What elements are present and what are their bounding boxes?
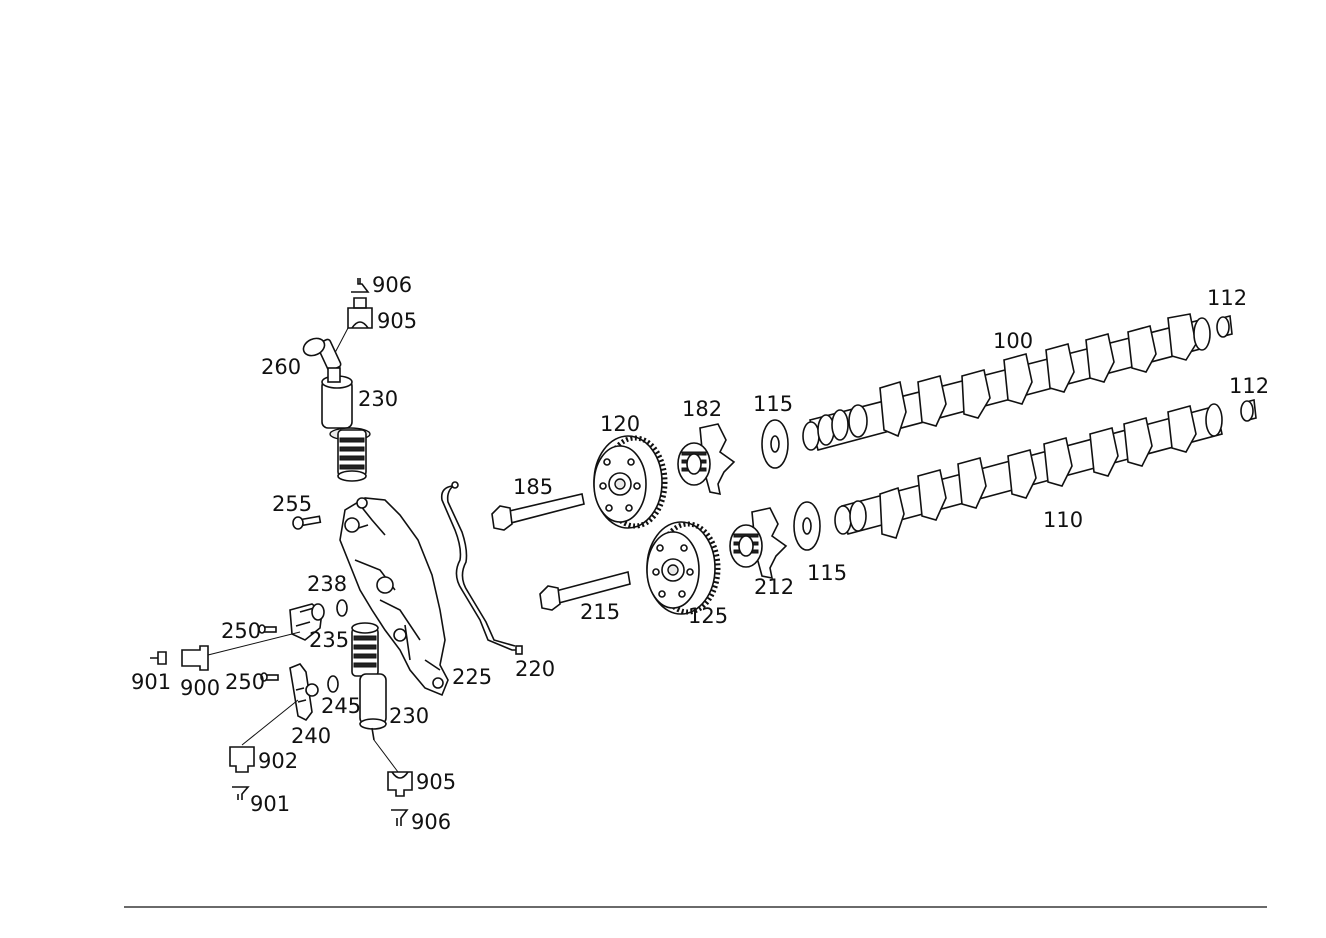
label-230-top: 230 [358, 387, 398, 411]
bolt-260 [302, 337, 342, 372]
label-905-bottom: 905 [416, 770, 456, 794]
gasket-220 [440, 481, 523, 655]
washer-115-top [761, 419, 789, 469]
label-250-a: 250 [221, 619, 261, 643]
camshaft-adjuster-120 [593, 435, 668, 529]
trigger-wheel-182 [677, 423, 736, 496]
label-215: 215 [580, 600, 620, 624]
label-120: 120 [600, 412, 640, 436]
washer-115-bottom [793, 501, 821, 551]
camshaft-110 [834, 403, 1223, 539]
o-ring-245 [327, 675, 339, 693]
camshaft-housing-225 [339, 497, 449, 697]
sensor-240 [289, 663, 319, 722]
label-901-left: 901 [131, 670, 171, 694]
bolt-250-a [258, 624, 277, 634]
symbol-906-top [351, 278, 370, 293]
symbol-901-bottom [232, 786, 250, 800]
label-185: 185 [513, 475, 553, 499]
label-220: 220 [515, 657, 555, 681]
label-255: 255 [272, 492, 312, 516]
label-115-top: 115 [753, 392, 793, 416]
symbol-906-bottom [391, 809, 409, 826]
label-182: 182 [682, 397, 722, 421]
bolt-255 [292, 515, 322, 530]
label-250-b: 250 [225, 670, 265, 694]
label-235: 235 [309, 628, 349, 652]
label-112-top: 112 [1207, 286, 1247, 310]
plug-112-top [1216, 315, 1233, 338]
bolt-185 [491, 493, 585, 531]
label-900: 900 [180, 676, 220, 700]
plug-112-bottom [1240, 399, 1257, 422]
symbol-905-top [347, 297, 373, 329]
label-100: 100 [993, 329, 1033, 353]
sensor-235 [289, 603, 325, 641]
label-230-bottom: 230 [389, 704, 429, 728]
label-238: 238 [307, 572, 347, 596]
symbol-901-left [150, 651, 167, 665]
label-225: 225 [452, 665, 492, 689]
camshaft-adjuster-125 [646, 521, 721, 615]
label-115-bottom: 115 [807, 561, 847, 585]
label-110: 110 [1043, 508, 1083, 532]
symbol-902 [229, 746, 255, 773]
label-906-top: 906 [372, 273, 412, 297]
trigger-wheel-212 [729, 507, 788, 580]
label-240: 240 [291, 724, 331, 748]
symbol-905-bottom [387, 771, 413, 797]
solenoid-valve-230-bottom [351, 622, 387, 741]
symbol-900 [181, 645, 209, 671]
o-ring-238 [336, 599, 348, 617]
bolt-250-b [260, 672, 279, 682]
label-902: 902 [258, 749, 298, 773]
label-245: 245 [321, 694, 361, 718]
label-905-top: 905 [377, 309, 417, 333]
label-260: 260 [261, 355, 301, 379]
label-125: 125 [688, 604, 728, 628]
label-112-bottom: 112 [1229, 374, 1269, 398]
label-212: 212 [754, 575, 794, 599]
solenoid-valve-230-top [321, 367, 371, 482]
label-901-bottom: 901 [250, 792, 290, 816]
camshaft-100 [802, 313, 1211, 451]
bolt-215 [539, 571, 631, 611]
label-906-bottom: 906 [411, 810, 451, 834]
